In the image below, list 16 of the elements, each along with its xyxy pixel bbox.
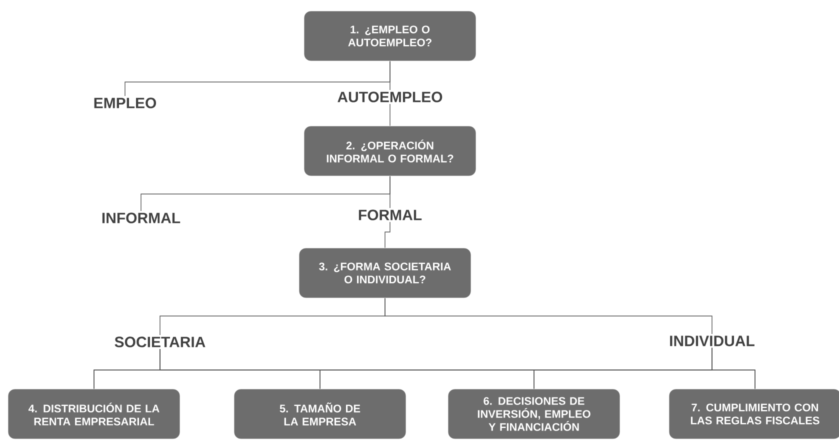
connector-line bbox=[712, 348, 756, 390]
branch-label: AUTOEMPLEO bbox=[338, 92, 442, 102]
connector-line bbox=[384, 298, 712, 334]
connector-line bbox=[384, 222, 390, 248]
topic-box: 6. DECISIONES DE INVERSIÓN, EMPLEO Y FINANCIACIÓN bbox=[448, 388, 620, 440]
branch-label: EMPLEO bbox=[94, 98, 156, 108]
branch-label: INFORMAL bbox=[102, 212, 180, 224]
question-box: 2. ¿OPERACIÓN INFORMAL O FORMAL? bbox=[304, 126, 476, 176]
topic-box: 7. CUMPLIMIENTO CON LAS REGLAS FISCALES bbox=[668, 388, 839, 440]
branch-label: FORMAL bbox=[358, 210, 422, 220]
branch-label: SOCIETARIA bbox=[114, 336, 206, 348]
question-box: 3. ¿FORMA SOCIETARIA O INDIVIDUAL? bbox=[298, 248, 472, 298]
question-box: 1. ¿EMPLEO O AUTOEMPLEO? bbox=[304, 10, 476, 62]
topic-box: 5. TAMAÑO DE LA EMPRESA bbox=[234, 388, 406, 440]
topic-box: 4. DISTRIBUCIÓN DE LA RENTA EMPRESARIAL bbox=[8, 388, 180, 440]
branch-label: INDIVIDUAL bbox=[670, 336, 754, 346]
